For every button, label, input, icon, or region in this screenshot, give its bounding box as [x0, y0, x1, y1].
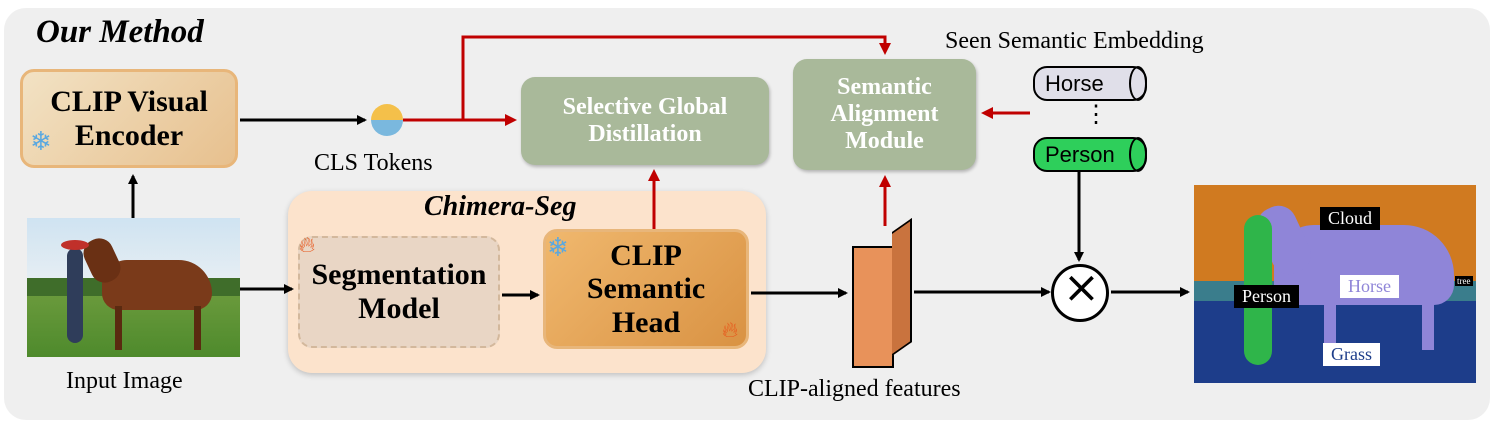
clip-semantic-head-box: CLIP Semantic Head [543, 229, 749, 349]
selective-global-distillation-box: Selective Global Distillation [521, 77, 769, 165]
selective-global-distillation-label: Selective Global Distillation [562, 94, 728, 147]
cls-tokens-label: CLS Tokens [314, 150, 433, 176]
multiply-node [1051, 264, 1109, 322]
cls-token-icon [371, 104, 403, 136]
chimera-seg-title: Chimera-Seg [424, 191, 577, 222]
clip-visual-encoder-label: CLIP Visual Encoder [50, 84, 208, 152]
seg-label-person: Person [1234, 285, 1299, 308]
embedding-title: Seen Semantic Embedding [945, 28, 1204, 54]
embedding-person-label: Person [1045, 141, 1115, 167]
embedding-person: Person [1033, 137, 1147, 172]
person-hat [61, 240, 89, 250]
segmentation-model-label: Segmentation Model [311, 258, 487, 325]
horse-legs-region [1324, 295, 1434, 350]
embedding-horse-label: Horse [1045, 70, 1104, 96]
horse-legs [115, 306, 201, 350]
input-image-label: Input Image [66, 368, 183, 394]
snowflake-icon: ❄ [547, 233, 569, 262]
semantic-alignment-module-box: Semantic Alignment Module [793, 59, 976, 170]
clip-visual-encoder-box: CLIP Visual Encoder [20, 69, 238, 168]
seg-label-cloud: Cloud [1320, 207, 1381, 230]
multiply-icon: × [1063, 262, 1100, 313]
segmentation-model-box: Segmentation Model [298, 236, 500, 348]
clip-semantic-head-label: CLIP Semantic Head [586, 238, 706, 339]
seg-label-tree: tree [1455, 276, 1473, 286]
input-image [27, 218, 240, 357]
snowflake-icon: ❄ [30, 127, 52, 156]
method-title: Our Method [36, 14, 204, 50]
seg-label-horse: Horse [1339, 274, 1400, 299]
fire-icon: 🔥︎ [299, 232, 316, 257]
arrow-cls-to-align-top [461, 35, 891, 120]
clip-aligned-features-label: CLIP-aligned features [748, 376, 961, 402]
semantic-alignment-module-label: Semantic Alignment Module [830, 74, 939, 154]
person-silhouette [67, 248, 83, 343]
embedding-horse: Horse [1033, 66, 1147, 101]
cylinder-cap [1129, 66, 1147, 101]
seg-label-grass: Grass [1323, 343, 1380, 366]
fire-icon: 🔥︎ [722, 317, 739, 342]
embedding-ellipsis: ⋮ [1084, 102, 1108, 128]
cylinder-cap [1129, 137, 1147, 172]
